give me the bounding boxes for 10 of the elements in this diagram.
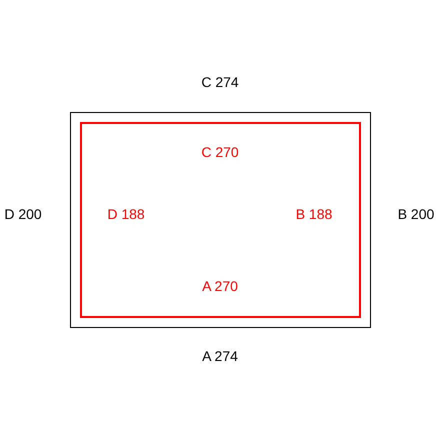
dimension-label: A 270 [202, 278, 238, 294]
dimension-label: B 200 [398, 206, 434, 222]
inner-rectangle [80, 122, 361, 318]
outer-rectangle [70, 112, 371, 328]
dimension-label: C 270 [201, 144, 239, 160]
dimension-label: D 200 [4, 206, 42, 222]
dimension-label: D 188 [107, 206, 145, 222]
dimension-label: C 274 [201, 74, 239, 90]
dimension-label: B 188 [296, 206, 332, 222]
dimension-label: A 274 [202, 348, 238, 364]
